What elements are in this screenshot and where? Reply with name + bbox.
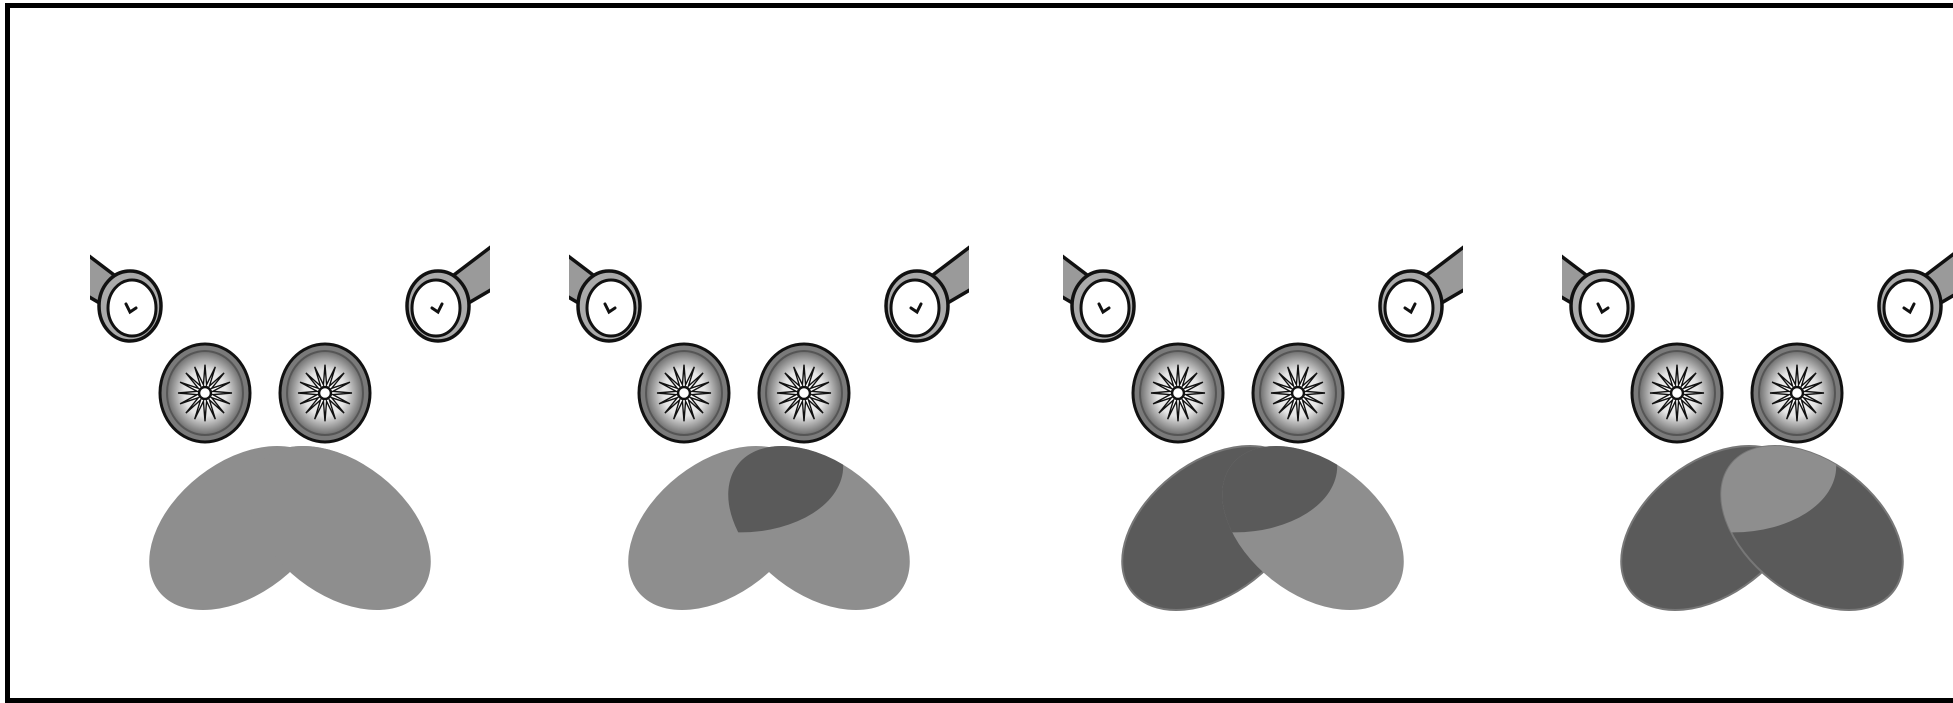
figure [0,0,1953,663]
flashlight-icon [1063,239,1134,341]
filter-disc-icon [1632,344,1722,442]
flashlight-icon [886,239,969,341]
filter-disc-icon [280,344,370,442]
filter-disc-icon [639,344,729,442]
flashlight-icon [1879,239,1953,341]
flashlight-icon [569,239,640,341]
panel-1 [90,0,490,663]
filter-disc-icon [1253,344,1343,442]
filter-disc-icon [160,344,250,442]
flashlight-icon [1380,239,1463,341]
panel-4 [1562,0,1953,663]
flashlight-icon [90,239,161,341]
flashlight-icon [1562,239,1633,341]
filter-disc-icon [1133,344,1223,442]
panel-3 [1063,0,1463,663]
filter-disc-icon [1752,344,1842,442]
filter-disc-icon [759,344,849,442]
flashlight-icon [407,239,490,341]
panel-2 [569,0,969,663]
